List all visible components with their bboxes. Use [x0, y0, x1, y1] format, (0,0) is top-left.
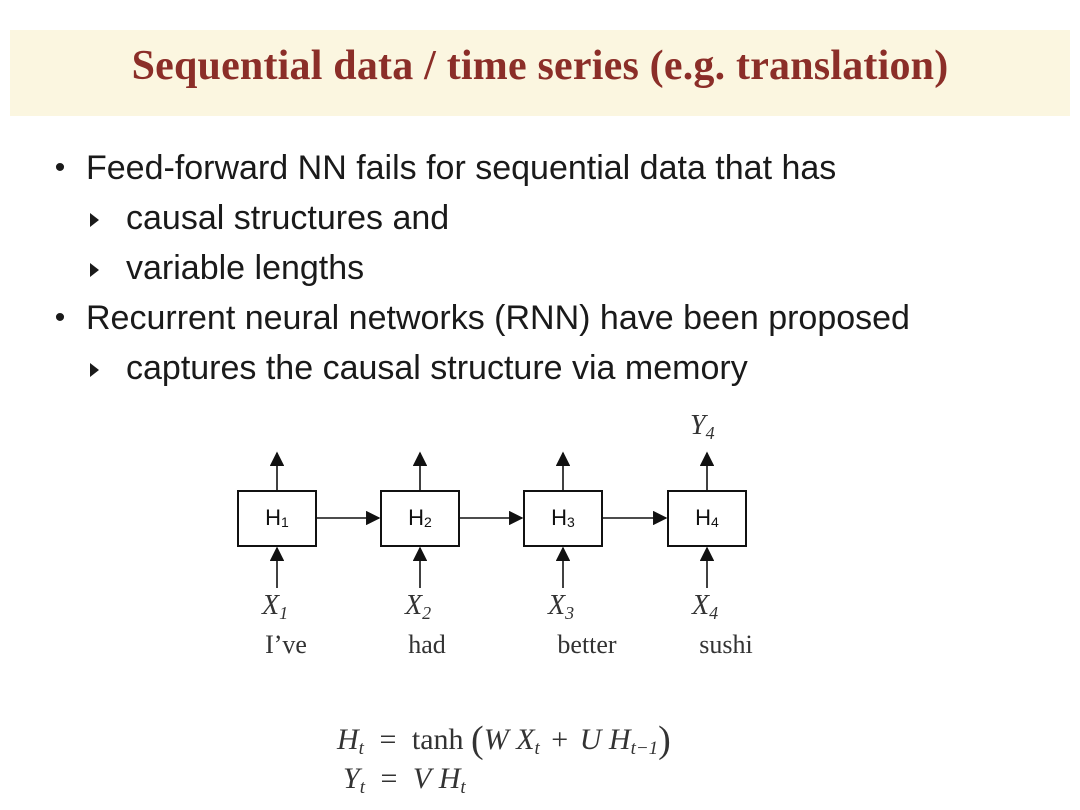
- word-label-2: had: [408, 630, 446, 659]
- hidden-label-2: H2: [381, 505, 459, 531]
- hidden-var: H: [695, 505, 712, 530]
- input-var: X: [405, 590, 423, 621]
- hidden-sub: 4: [711, 514, 719, 530]
- hidden-label-4: H4: [668, 505, 746, 531]
- eq1-h-sub: t−1: [630, 738, 659, 759]
- input-var: X: [692, 590, 710, 621]
- input-sub: 2: [422, 603, 432, 623]
- eq1-lhs: H: [337, 723, 359, 756]
- eq1-lhs-sub: t: [358, 738, 364, 759]
- bullet-item: • Feed-forward NN fails for sequential d…: [48, 145, 1068, 195]
- sub-bullet-text: captures the causal structure via memory: [126, 349, 748, 387]
- hidden-label-3: H3: [524, 505, 602, 531]
- eq1-h: H: [608, 723, 631, 756]
- hidden-var: H: [551, 505, 568, 530]
- word-label-3: better: [557, 630, 617, 659]
- eq1-x-sub: t: [534, 738, 540, 759]
- eq1-open-paren: (: [471, 719, 484, 761]
- output-label-y4: Y4: [690, 410, 715, 444]
- eq1-plus: +: [551, 723, 569, 756]
- sub-bullet-item: variable lengths: [48, 245, 1068, 295]
- input-label-2: X2: [405, 590, 431, 624]
- eq1-func: tanh: [411, 723, 464, 756]
- input-sub: 4: [709, 603, 719, 623]
- slide-title: Sequential data / time series (e.g. tran…: [131, 43, 949, 89]
- sub-bullet-text: causal structures and: [126, 199, 450, 237]
- eq2-equals: =: [380, 762, 398, 795]
- eq2-v: V: [412, 762, 432, 795]
- title-band: [10, 30, 1070, 116]
- output-sub: 4: [705, 423, 715, 443]
- input-label-1: X1: [262, 590, 288, 624]
- eq2-lhs-sub: t: [359, 777, 365, 798]
- sub-bullet-text: variable lengths: [126, 249, 365, 287]
- hidden-sub: 3: [567, 514, 575, 530]
- equation-hidden-state: Ht = tanh (W Xt + U Ht−1): [337, 718, 671, 762]
- hidden-var: H: [408, 505, 425, 530]
- hidden-sub: 1: [281, 514, 289, 530]
- hidden-label-1: H1: [238, 505, 316, 531]
- bullet-dot-icon: •: [54, 301, 66, 334]
- input-var: X: [262, 590, 280, 621]
- sub-bullet-item: causal structures and: [48, 195, 1068, 245]
- triangle-bullet-icon: [90, 213, 99, 227]
- bullet-text: Feed-forward NN fails for sequential dat…: [86, 149, 837, 187]
- bullet-dot-icon: •: [54, 151, 66, 184]
- hidden-var: H: [265, 505, 282, 530]
- word-label-4: sushi: [699, 630, 753, 659]
- sub-bullet-item: captures the causal structure via memory: [48, 345, 1068, 395]
- triangle-bullet-icon: [90, 363, 99, 377]
- equation-output: Yt = V Ht: [343, 762, 466, 799]
- input-var: X: [548, 590, 566, 621]
- eq1-close-paren: ): [658, 719, 671, 761]
- eq2-h-sub: t: [460, 777, 466, 798]
- bullet-list: • Feed-forward NN fails for sequential d…: [48, 145, 1068, 395]
- bullet-text: Recurrent neural networks (RNN) have bee…: [86, 299, 910, 337]
- input-sub: 3: [565, 603, 575, 623]
- eq1-u: U: [579, 723, 602, 756]
- eq2-lhs: Y: [343, 762, 360, 795]
- input-label-4: X4: [692, 590, 718, 624]
- eq1-w: W: [483, 723, 509, 756]
- output-var: Y: [690, 410, 706, 441]
- eq1-x: X: [516, 723, 535, 756]
- triangle-bullet-icon: [90, 263, 99, 277]
- eq2-h: H: [438, 762, 461, 795]
- input-label-3: X3: [548, 590, 574, 624]
- hidden-sub: 2: [424, 514, 432, 530]
- bullet-item: • Recurrent neural networks (RNN) have b…: [48, 295, 1068, 345]
- eq1-equals: =: [379, 723, 397, 756]
- word-label-1: I’ve: [265, 630, 307, 659]
- input-sub: 1: [279, 603, 289, 623]
